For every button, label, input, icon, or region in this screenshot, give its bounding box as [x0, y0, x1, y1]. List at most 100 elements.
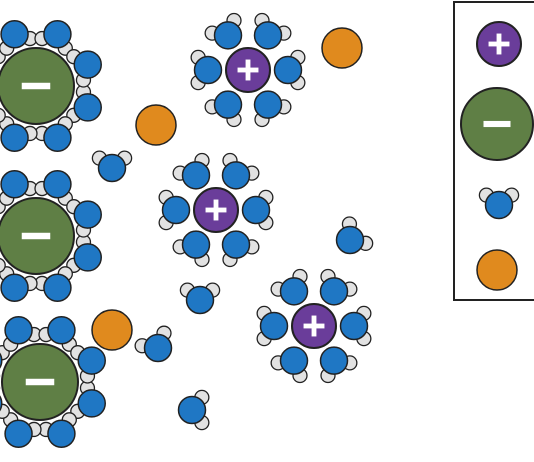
water-molecule-icon — [319, 268, 358, 306]
water-molecule-icon — [179, 282, 221, 315]
water-molecule-icon — [177, 389, 210, 431]
plus-sign-bar — [311, 315, 317, 337]
hydrogen-atom — [0, 257, 6, 273]
oxygen-atom — [0, 273, 29, 302]
water-molecule-icon — [34, 116, 73, 152]
oxygen-atom — [213, 21, 243, 50]
water-molecule-icon — [256, 305, 289, 347]
water-molecule-icon — [221, 152, 260, 190]
oxygen-atom — [73, 50, 102, 79]
water-molecule-icon — [0, 257, 6, 273]
oxygen-atom — [193, 55, 223, 85]
minus-sign-bar — [21, 82, 51, 90]
water-molecule-icon — [270, 268, 309, 306]
oxygen-atom — [0, 20, 29, 49]
neutral-particle-icon — [91, 309, 133, 351]
water-molecule-icon — [158, 189, 191, 231]
neutral-body — [135, 104, 177, 146]
oxygen-atom — [77, 389, 106, 418]
water-molecule-icon — [172, 152, 211, 190]
water-molecule-icon — [0, 170, 38, 206]
minus-sign-bar — [21, 232, 51, 240]
hydrated-cation — [190, 12, 306, 128]
water-molecule-icon — [0, 266, 38, 302]
plus-sign-bar — [245, 59, 251, 81]
hydrated-anion — [0, 316, 106, 448]
oxygen-atom — [4, 419, 33, 448]
water-molecule-icon — [172, 230, 211, 268]
hydrated-cation — [158, 152, 274, 268]
water-molecule-icon — [134, 325, 173, 363]
oxygen-atom — [0, 170, 29, 199]
oxygen-atom — [259, 311, 289, 341]
water-molecule-icon — [70, 345, 106, 384]
oxygen-atom — [253, 90, 283, 119]
neutral-particle-icon — [135, 104, 177, 146]
oxygen-atom — [319, 277, 349, 306]
water-molecule-icon — [273, 49, 306, 91]
water-molecule-icon — [190, 49, 223, 91]
cation-icon — [225, 47, 271, 93]
neutral-particle-icon — [476, 249, 518, 291]
oxygen-atom — [241, 195, 271, 225]
oxygen-atom — [161, 195, 191, 225]
oxygen-atom — [213, 90, 243, 119]
oxygen-atom — [273, 55, 303, 85]
oxygen-atom — [143, 333, 173, 363]
plus-sign-bar — [496, 33, 502, 55]
water-molecule-icon — [38, 412, 77, 448]
oxygen-atom — [319, 346, 349, 375]
oxygen-atom — [47, 316, 76, 345]
water-molecule-icon — [66, 49, 102, 88]
hydrogen-atom — [0, 107, 6, 123]
oxygen-atom — [43, 20, 72, 49]
oxygen-atom — [339, 311, 369, 341]
neutral-particle-icon — [321, 27, 363, 69]
oxygen-atom — [484, 190, 514, 220]
oxygen-atom — [0, 123, 29, 152]
water-molecule-icon — [221, 230, 260, 268]
minus-sign-bar — [483, 120, 511, 128]
neutral-body — [91, 309, 133, 351]
water-molecule-icon — [253, 12, 292, 50]
minus-sign-bar — [25, 378, 55, 386]
oxygen-atom — [253, 21, 283, 50]
water-molecule-icon — [0, 107, 6, 123]
water-molecule-icon — [335, 216, 374, 255]
water-molecule-icon — [34, 266, 73, 302]
oxygen-atom — [73, 200, 102, 229]
oxygen-atom — [73, 243, 102, 272]
water-molecule-icon — [3, 316, 42, 352]
anion-icon — [0, 197, 75, 275]
hydrated-cation — [256, 268, 372, 384]
cation-icon — [476, 21, 522, 67]
anion-icon — [0, 47, 75, 125]
oxygen-atom — [97, 153, 127, 183]
oxygen-atom — [43, 273, 72, 302]
water-molecule-icon — [241, 189, 274, 231]
water-molecule-icon — [270, 346, 309, 384]
water-molecule-icon — [0, 386, 10, 419]
water-molecule-icon — [0, 20, 38, 56]
water-molecule-icon — [253, 90, 292, 128]
scene — [0, 12, 374, 448]
oxygen-atom — [43, 123, 72, 152]
hydrated-anion — [0, 170, 102, 302]
anion-icon — [460, 87, 534, 161]
cation-icon — [193, 187, 239, 233]
water-molecule-icon — [38, 316, 77, 352]
water-molecule-icon — [319, 346, 358, 384]
water-molecule-icon — [34, 170, 73, 206]
plus-sign-bar — [213, 199, 219, 221]
cation-icon — [291, 303, 337, 349]
water-molecule-icon — [0, 116, 38, 152]
oxygen-atom — [0, 395, 3, 412]
water-molecule-icon — [91, 150, 133, 183]
oxygen-atom — [181, 161, 211, 190]
oxygen-atom — [43, 170, 72, 199]
water-molecule-icon — [204, 90, 243, 128]
oxygen-atom — [279, 277, 309, 306]
water-molecule-icon — [339, 305, 372, 347]
